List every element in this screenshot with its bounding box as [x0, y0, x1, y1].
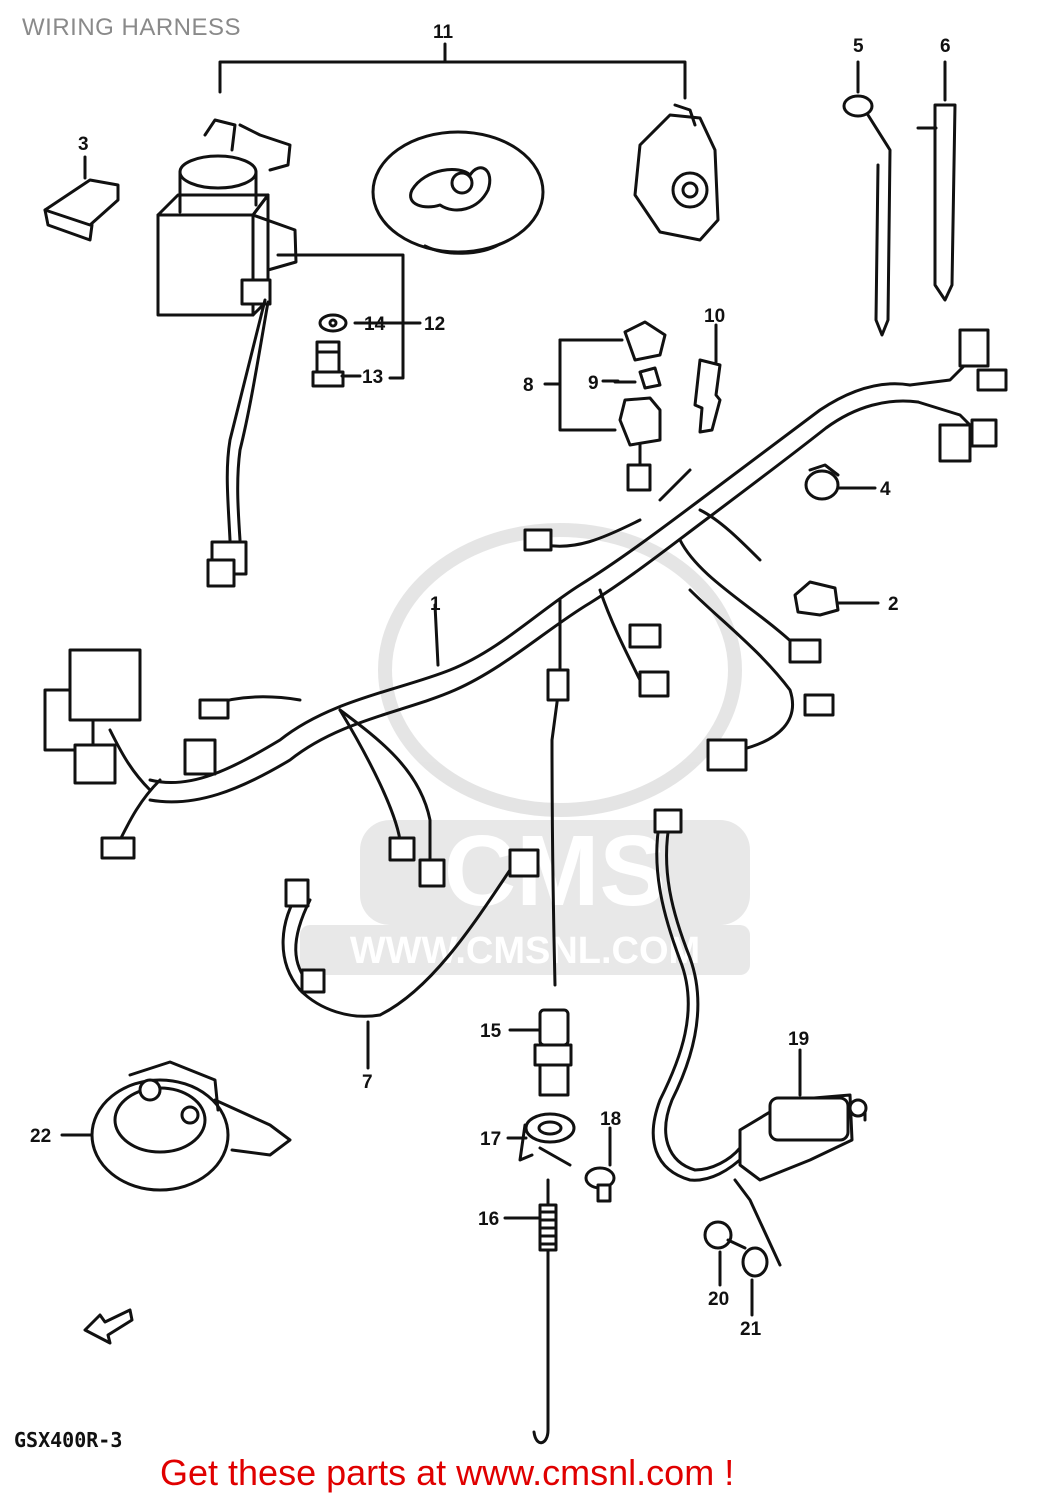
label-part-15: 15	[480, 1021, 502, 1042]
label-part-14: 14	[364, 314, 386, 335]
cmsnl-watermark: CMS WWW.CMSNL.COM	[300, 523, 750, 975]
label-part-4: 4	[880, 479, 891, 500]
part-21-washer	[741, 1246, 769, 1317]
watermark-brand: CMS	[444, 815, 666, 927]
part-20-screw	[703, 1220, 747, 1287]
part-19-ignition-coil	[651, 808, 868, 1267]
fuel-cap	[371, 130, 545, 255]
part-6-strap	[916, 60, 957, 302]
part-3-clip	[43, 155, 120, 242]
part-15-switch	[508, 1008, 573, 1097]
label-part-20: 20	[708, 1289, 729, 1310]
parts-12-13-14	[276, 253, 405, 388]
label-part-11: 11	[433, 22, 454, 43]
label-part-18: 18	[600, 1109, 621, 1130]
part-labels: 1 2 3 4 5 6 7 8 9 10 11 12 13 14 15 16 1…	[30, 22, 951, 1340]
part-18-bolt	[584, 1126, 616, 1203]
label-part-16: 16	[478, 1209, 499, 1230]
label-part-8: 8	[523, 375, 534, 396]
watermark-url: WWW.CMSNL.COM	[350, 930, 700, 972]
bracket-11	[218, 60, 687, 100]
ignition-switch	[156, 118, 298, 588]
part-22-horn	[60, 1060, 292, 1192]
promo-link[interactable]: Get these parts at www.cmsnl.com !	[160, 1452, 735, 1493]
label-part-17: 17	[480, 1129, 501, 1150]
label-part-2: 2	[888, 594, 899, 615]
part-17-ring	[506, 1112, 576, 1167]
label-part-10: 10	[704, 306, 725, 327]
label-part-5: 5	[853, 36, 864, 57]
part-8-relay	[543, 320, 667, 492]
part-4-clamp	[804, 463, 877, 501]
label-part-6: 6	[940, 36, 951, 57]
part-5-cable-tie	[842, 60, 892, 337]
part-7-sub-harness	[281, 848, 540, 1070]
label-part-22: 22	[30, 1126, 51, 1147]
diagram-title: WIRING HARNESS	[22, 14, 242, 41]
label-part-12: 12	[424, 314, 445, 335]
model-code: GSX400R-3	[14, 1428, 123, 1452]
label-part-21: 21	[740, 1319, 762, 1340]
part-2-cover	[793, 580, 880, 617]
label-part-7: 7	[362, 1072, 373, 1093]
label-part-9: 9	[588, 373, 599, 394]
label-part-13: 13	[362, 367, 383, 388]
label-part-19: 19	[788, 1029, 809, 1050]
label-part-3: 3	[78, 134, 89, 155]
part-10-bracket	[693, 323, 722, 434]
steering-lock	[633, 103, 720, 242]
front-arrow-icon	[83, 1308, 134, 1345]
label-part-1: 1	[430, 594, 441, 615]
main-wiring-harness	[43, 328, 1008, 987]
part-16-spring	[503, 1178, 558, 1445]
